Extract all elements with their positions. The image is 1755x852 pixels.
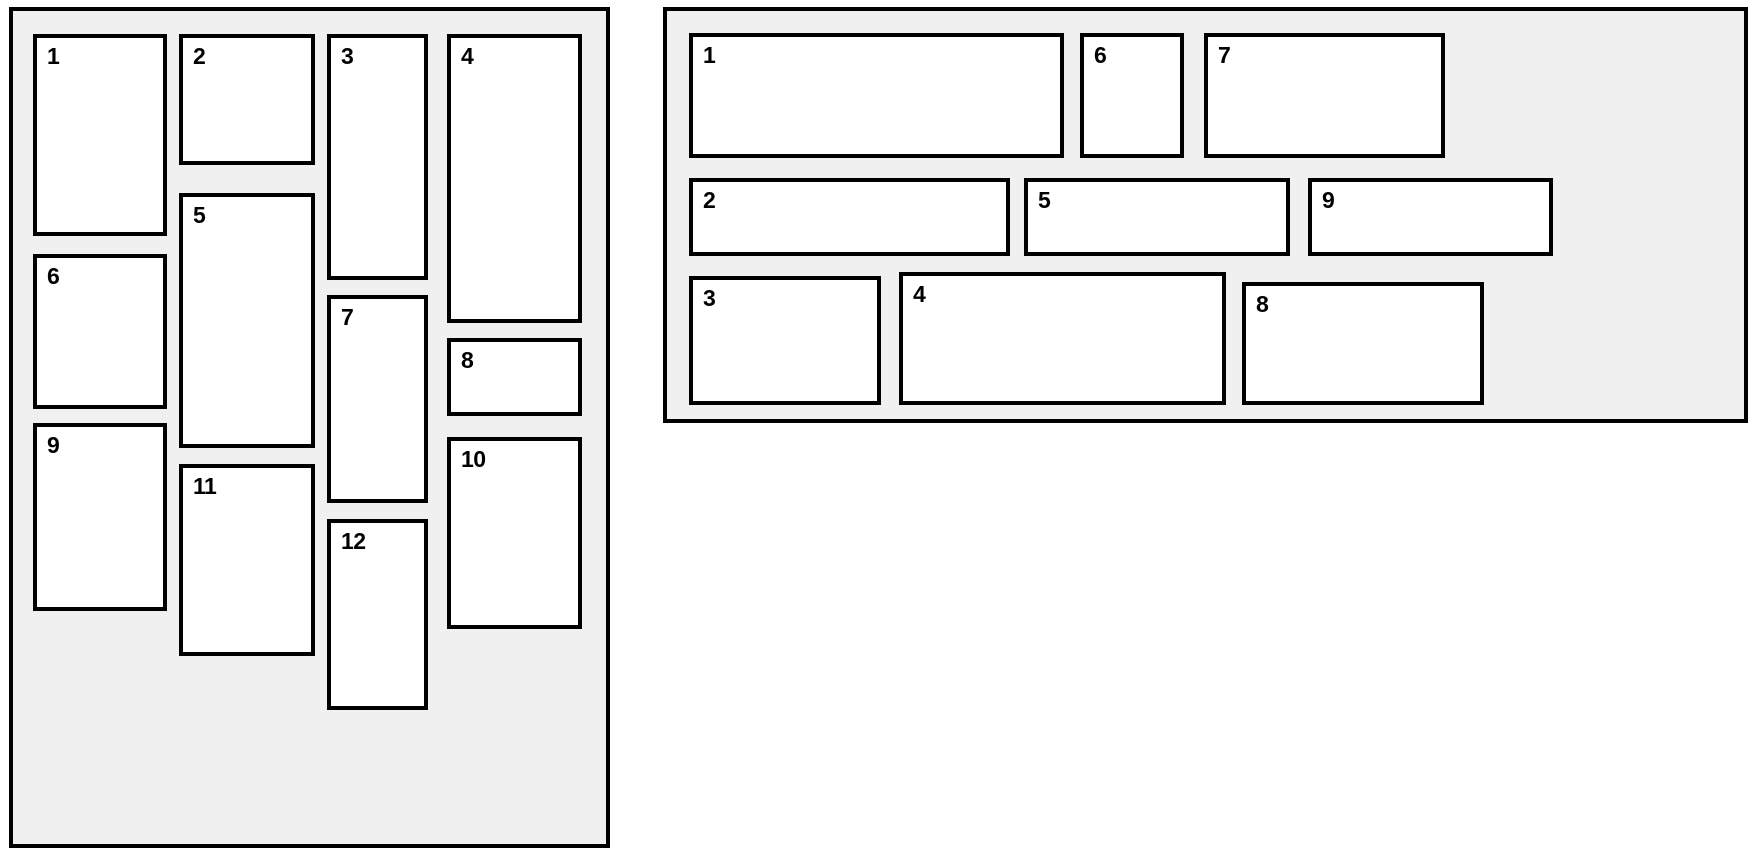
cell-number-label: 8	[1256, 291, 1269, 317]
cell-number-label: 4	[913, 281, 926, 307]
cell-number-label: 3	[703, 285, 716, 311]
layout-cell[interactable]: 3	[689, 276, 881, 405]
cell-number-label: 1	[47, 43, 60, 69]
layout-cell[interactable]: 7	[1204, 33, 1445, 158]
cell-number-label: 5	[193, 202, 206, 228]
cell-number-label: 3	[341, 43, 354, 69]
layout-cell[interactable]: 7	[327, 295, 428, 503]
layout-cell[interactable]: 12	[327, 519, 428, 710]
layout-cell[interactable]: 9	[33, 423, 167, 611]
layout-cell[interactable]: 2	[689, 178, 1010, 256]
cell-number-label: 8	[461, 347, 474, 373]
layout-cell[interactable]: 1	[33, 34, 167, 236]
cell-number-label: 2	[193, 43, 206, 69]
cell-number-label: 10	[461, 446, 486, 472]
cell-number-label: 5	[1038, 187, 1051, 213]
cell-number-label: 4	[461, 43, 474, 69]
layout-cell[interactable]: 4	[447, 34, 582, 323]
layout-cell[interactable]: 8	[1242, 282, 1484, 405]
layout-cell[interactable]: 8	[447, 338, 582, 416]
cell-number-label: 6	[47, 263, 60, 289]
right-layout-panel: 1 6 7 2 5 9 3 4 8	[663, 7, 1748, 423]
layout-cell[interactable]: 3	[327, 34, 428, 280]
cell-number-label: 9	[47, 432, 60, 458]
cell-number-label: 7	[341, 304, 354, 330]
cell-number-label: 1	[703, 42, 716, 68]
cell-number-label: 6	[1094, 42, 1107, 68]
layout-cell[interactable]: 1	[689, 33, 1064, 158]
cell-number-label: 7	[1218, 42, 1231, 68]
layout-cell[interactable]: 10	[447, 437, 582, 629]
layout-cell[interactable]: 2	[179, 34, 315, 165]
cell-number-label: 9	[1322, 187, 1335, 213]
layout-cell[interactable]: 4	[899, 272, 1226, 405]
layout-cell[interactable]: 11	[179, 464, 315, 656]
cell-number-label: 2	[703, 187, 716, 213]
layout-cell[interactable]: 6	[1080, 33, 1184, 158]
cell-number-label: 12	[341, 528, 366, 554]
layout-cell[interactable]: 5	[1024, 178, 1290, 256]
layout-cell[interactable]: 9	[1308, 178, 1553, 256]
layout-cell[interactable]: 5	[179, 193, 315, 448]
layout-cell[interactable]: 6	[33, 254, 167, 409]
cell-number-label: 11	[193, 473, 217, 499]
